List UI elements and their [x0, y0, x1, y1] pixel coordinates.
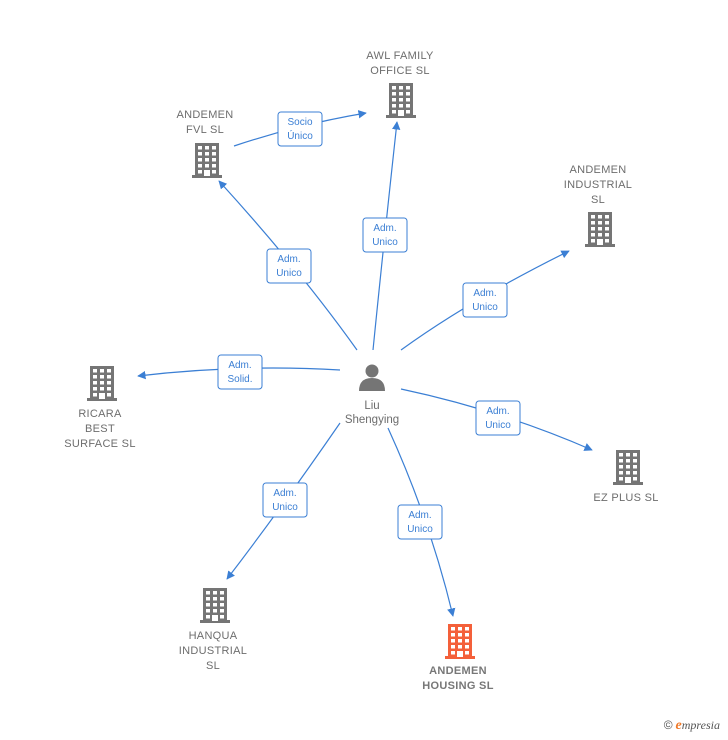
relation-label-text: Unico [272, 502, 298, 513]
relation-label-text: Socio [287, 117, 312, 128]
relation-label-liu-ricara[interactable]: Adm. Solid. [217, 354, 263, 390]
company-node-hanqua[interactable]: HANQUA INDUSTRIAL SL [179, 588, 247, 672]
relation-label-text: Solid. [227, 374, 252, 385]
relation-label-box [475, 400, 521, 436]
copyright-symbol: © [663, 718, 673, 732]
relation-label-liu-fvl[interactable]: Adm. Unico [266, 248, 312, 284]
person-name: Shengying [345, 414, 399, 426]
company-name: INDUSTRIAL [564, 179, 632, 191]
building-icon [585, 212, 615, 247]
company-name: ANDEMEN [429, 665, 487, 677]
company-name: RICARA [78, 408, 122, 420]
relation-label-text: Unico [472, 302, 498, 313]
relation-label-box [462, 282, 508, 318]
footer-brand: ©empresia [664, 718, 720, 734]
company-name: HOUSING SL [422, 680, 493, 692]
building-icon [192, 143, 222, 178]
company-node-industrial[interactable]: ANDEMEN INDUSTRIAL SL [564, 164, 632, 247]
relation-label-liu-industrial[interactable]: Adm. Unico [462, 282, 508, 318]
company-name: SL [591, 194, 605, 206]
company-node-fvl[interactable]: ANDEMEN FVL SL [176, 109, 233, 178]
relation-label-liu-housing[interactable]: Adm. Unico [397, 504, 443, 540]
company-node-ricara[interactable]: RICARA BEST SURFACE SL [64, 366, 135, 450]
relation-label-box [262, 482, 308, 518]
company-node-awl[interactable]: AWL FAMILY OFFICE SL [366, 50, 434, 118]
building-icon [613, 450, 643, 485]
company-name: ANDEMEN [176, 109, 233, 121]
relation-label-box [362, 217, 408, 253]
relation-label-text: Unico [407, 524, 433, 535]
relation-label-box [266, 248, 312, 284]
building-icon [445, 624, 475, 659]
relation-label-text: Unico [276, 268, 302, 279]
company-name: ANDEMEN [569, 164, 626, 176]
person-icon [359, 364, 385, 391]
brand-initial: e [675, 718, 682, 733]
company-node-ezplus[interactable]: EZ PLUS SL [593, 450, 658, 504]
relation-label-box [277, 111, 323, 147]
relation-label-text: Adm. [486, 406, 509, 417]
relation-label-box [397, 504, 443, 540]
company-node-housing[interactable]: ANDEMEN HOUSING SL [422, 624, 493, 692]
company-name: FVL SL [186, 124, 224, 136]
relation-label-text: Adm. [473, 288, 496, 299]
relation-label-text: Adm. [408, 510, 431, 521]
relation-label-text: Unico [372, 237, 398, 248]
company-name: HANQUA [189, 630, 238, 642]
relation-label-text: Unico [485, 420, 511, 431]
relation-label-liu-awl[interactable]: Adm. Unico [362, 217, 408, 253]
relation-label-liu-hanqua[interactable]: Adm. Unico [262, 482, 308, 518]
company-name: OFFICE SL [370, 65, 430, 77]
company-name: INDUSTRIAL [179, 645, 247, 657]
company-name: SL [206, 660, 220, 672]
relation-label-text: Adm. [277, 254, 300, 265]
relation-label-text: Adm. [373, 223, 396, 234]
building-icon [87, 366, 117, 401]
brand-name: mpresia [681, 718, 720, 732]
building-icon [200, 588, 230, 623]
relation-label-liu-ezplus[interactable]: Adm. Unico [475, 400, 521, 436]
company-name: SURFACE SL [64, 438, 135, 450]
relation-label-box [217, 354, 263, 390]
company-name: AWL FAMILY [366, 50, 434, 62]
relation-label-text: Adm. [228, 360, 251, 371]
company-name: EZ PLUS SL [593, 492, 658, 504]
person-name: Liu [364, 400, 379, 412]
company-name: BEST [85, 423, 115, 435]
relation-label-text: Adm. [273, 488, 296, 499]
relation-label-text: Único [287, 129, 313, 142]
building-icon [386, 83, 416, 118]
